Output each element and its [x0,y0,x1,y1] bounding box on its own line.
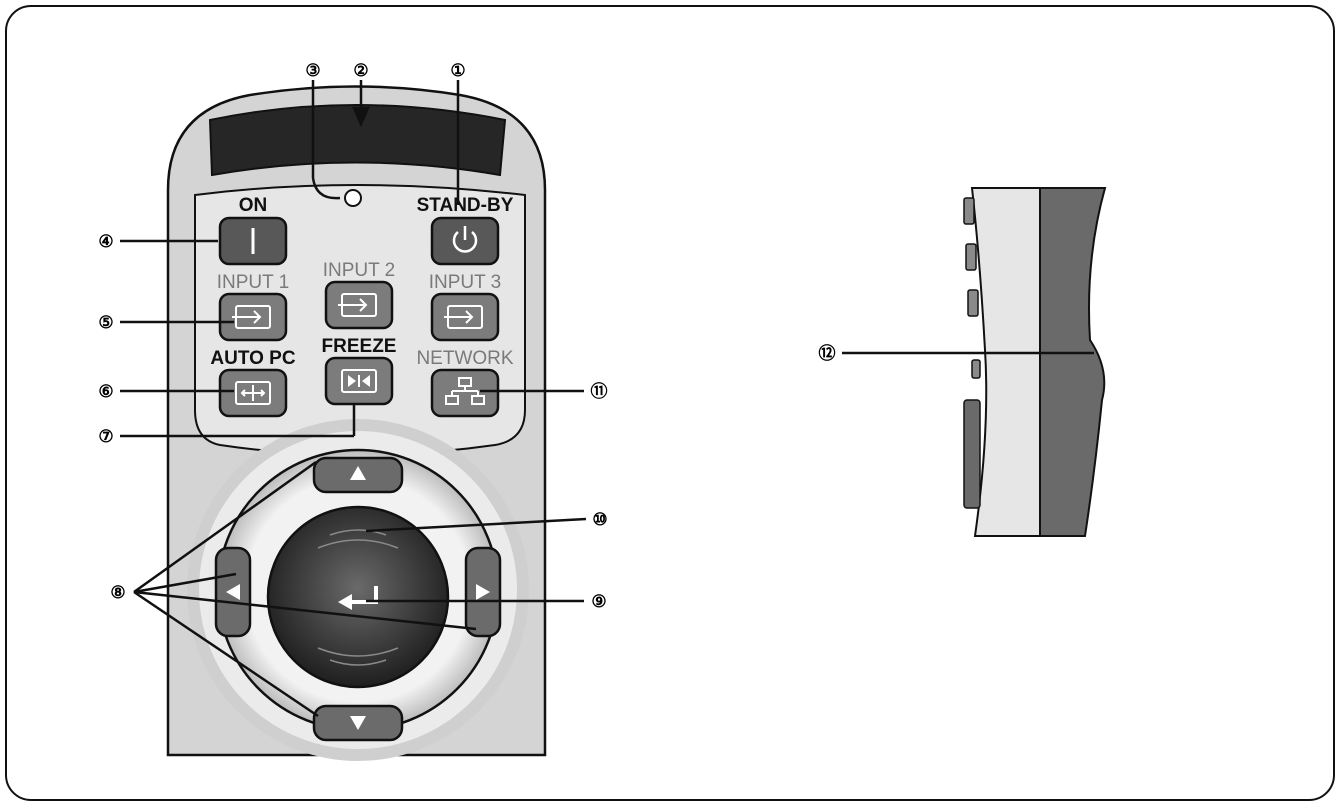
arrow-right-icon [476,584,490,600]
indicator-led [344,189,362,207]
callout-8: ⑧ [110,583,125,602]
arrow-up-icon [350,466,366,480]
side-body-light [970,187,1041,537]
callout-5: ⑤ [98,313,113,332]
callout-2: ② [353,61,368,80]
autopc-label: AUTO PC [210,348,295,369]
freeze-icon [341,369,377,393]
callout-7: ⑦ [98,427,113,446]
arrow-down-icon [350,716,366,730]
on-label: ON [239,195,268,216]
input-icon [232,293,483,329]
page-frame [5,5,1335,801]
side-body-dark [1039,187,1107,537]
side-buttons [963,197,981,509]
button-labels: ON STAND-BY INPUT 1 INPUT 2 INPUT 3 AUTO… [210,195,513,369]
input3-label: INPUT 3 [429,272,502,293]
input1-label: INPUT 1 [217,272,290,293]
network-icon [445,377,485,405]
network-label: NETWORK [416,348,513,369]
ir-window [208,104,507,177]
callout-1: ① [450,61,465,80]
autopc-icon [235,381,271,405]
remote-front [166,85,547,761]
pointer-joystick[interactable] [266,505,450,689]
callout-4: ④ [98,232,113,251]
standby-label: STAND-BY [417,195,514,216]
power-icon [452,226,478,253]
callout-3: ③ [305,61,320,80]
callout-6: ⑥ [98,382,113,401]
callout-numbers: ① ② ③ ④ ⑤ ⑥ ⑦ ⑧ ⑨ ⑩ ⑪ ⑫ [98,61,835,611]
arrow-left-icon [226,584,240,600]
standby-button[interactable] [430,216,500,266]
remote-side-view [963,187,1107,537]
callout-12: ⑫ [819,343,836,363]
callout-10: ⑩ [592,510,607,529]
input2-label: INPUT 2 [323,260,396,281]
joystick-rings [317,529,399,666]
freeze-label: FREEZE [322,336,397,357]
callout-11: ⑪ [591,381,608,401]
network-button[interactable] [430,368,500,418]
callout-lines [120,80,1094,718]
callout-9: ⑨ [591,592,606,611]
